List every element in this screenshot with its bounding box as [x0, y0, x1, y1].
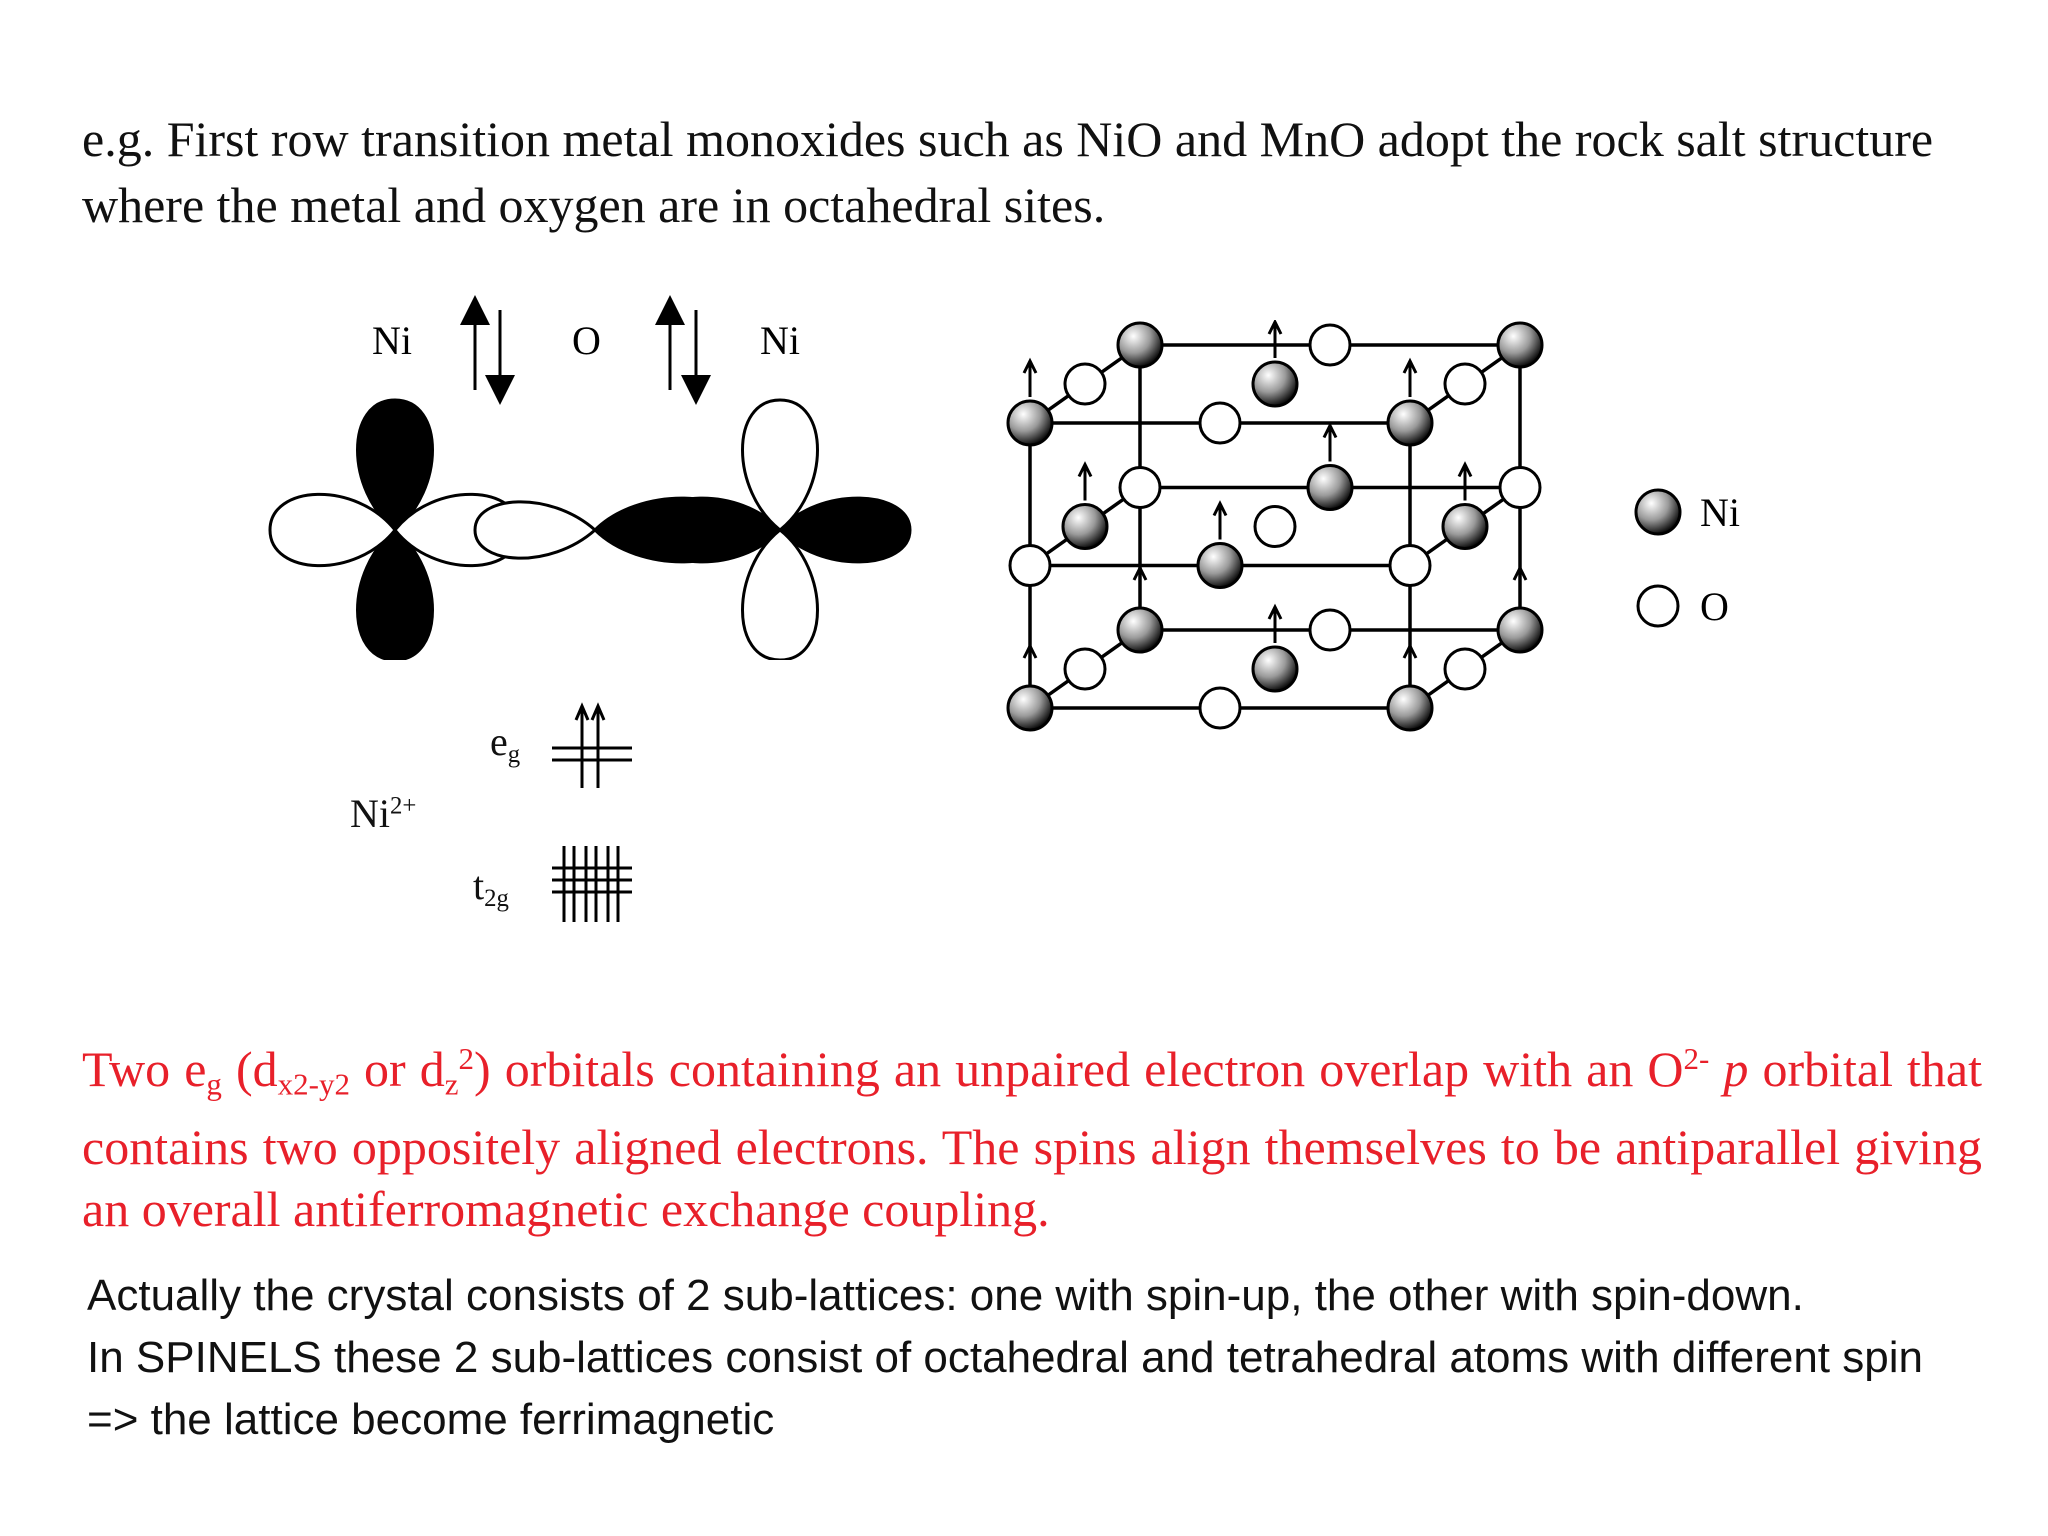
t2g-level-label: t2g	[473, 862, 509, 913]
spin-up-arrow	[1512, 564, 1528, 604]
ni-atom	[1196, 500, 1244, 589]
ni-atom	[1386, 642, 1434, 732]
ni2-base: Ni	[350, 791, 390, 836]
spin-up-arrow	[1022, 642, 1038, 682]
o-atom	[1443, 647, 1487, 691]
t2g-sub: 2g	[484, 884, 509, 912]
energy-level-electrons	[552, 702, 632, 922]
note-line-2: In SPINELS these 2 sub-lattices consist …	[87, 1333, 1923, 1444]
ni-atom	[1251, 320, 1299, 408]
o-atom	[1308, 323, 1352, 367]
ni-atom	[1306, 422, 1354, 511]
spin-up-arrow	[1267, 603, 1283, 643]
orbital-overlap-diagram: Ni O Ni	[268, 295, 912, 660]
legend-o-label: O	[1700, 584, 1729, 629]
ni2-charge: 2+	[390, 792, 417, 820]
o-atom	[1008, 544, 1052, 587]
o-atom	[1063, 362, 1107, 406]
intro-text: e.g. First row transition metal monoxide…	[82, 111, 1934, 233]
o-atom	[1198, 401, 1242, 445]
legend-ni-label: Ni	[1700, 490, 1740, 535]
o-atom	[1118, 466, 1162, 509]
o-atom	[1063, 647, 1107, 691]
spin-up-arrow	[1402, 642, 1418, 682]
right-ni-d-orbital	[648, 398, 912, 660]
o-atom	[1498, 466, 1542, 509]
spin-up-arrow	[1402, 357, 1418, 397]
spin-up-arrow	[1022, 357, 1038, 397]
spin-up-arrow	[1322, 422, 1338, 462]
right-ni-label: Ni	[760, 318, 800, 363]
spin-up-arrow	[1077, 461, 1093, 501]
ni-atom	[1116, 564, 1164, 654]
o-atom	[1443, 362, 1487, 406]
spin-up-arrow	[1132, 564, 1148, 604]
nio-unit-cell	[1006, 320, 1544, 732]
eg-sub: g	[507, 740, 521, 768]
spin-up-arrow	[1212, 500, 1228, 540]
ni-atom	[1061, 461, 1109, 550]
spin-up-arrow	[1267, 320, 1283, 358]
t2g-base: t	[473, 863, 485, 908]
ni-atom	[1386, 357, 1434, 447]
middle-o-label: O	[572, 318, 601, 363]
o-atom	[1198, 686, 1242, 730]
ni-atom	[1251, 603, 1299, 693]
o-atom	[1388, 544, 1432, 587]
ni-atom	[1006, 642, 1054, 732]
ni-atom	[1496, 321, 1544, 369]
legend-ni-icon	[1634, 488, 1682, 536]
exchange-coupling-text: Two eg (dx2-y2 or dz2) orbitals containi…	[82, 1041, 1983, 1237]
ni-atom	[1441, 461, 1489, 550]
o-atom	[1308, 608, 1352, 652]
legend-o-icon	[1636, 584, 1680, 628]
spin-pair-arrows-left	[460, 295, 515, 405]
atom-legend: Ni O	[1634, 488, 1740, 629]
note-line-1: Actually the crystal consists of 2 sub-l…	[87, 1271, 1804, 1320]
left-ni-label: Ni	[372, 318, 412, 363]
sublattice-note: Actually the crystal consists of 2 sub-l…	[87, 1265, 1967, 1451]
ni2-ion-label: Ni2+	[350, 790, 416, 837]
spin-pair-arrows-right	[655, 295, 711, 405]
o-atom	[1253, 505, 1297, 548]
eg-level-label: eg	[490, 718, 520, 769]
ni-atom	[1116, 321, 1164, 369]
ni-atom	[1006, 357, 1054, 447]
spin-up-arrow	[1457, 461, 1473, 501]
ni-atom	[1496, 564, 1544, 654]
eg-base: e	[490, 719, 508, 764]
